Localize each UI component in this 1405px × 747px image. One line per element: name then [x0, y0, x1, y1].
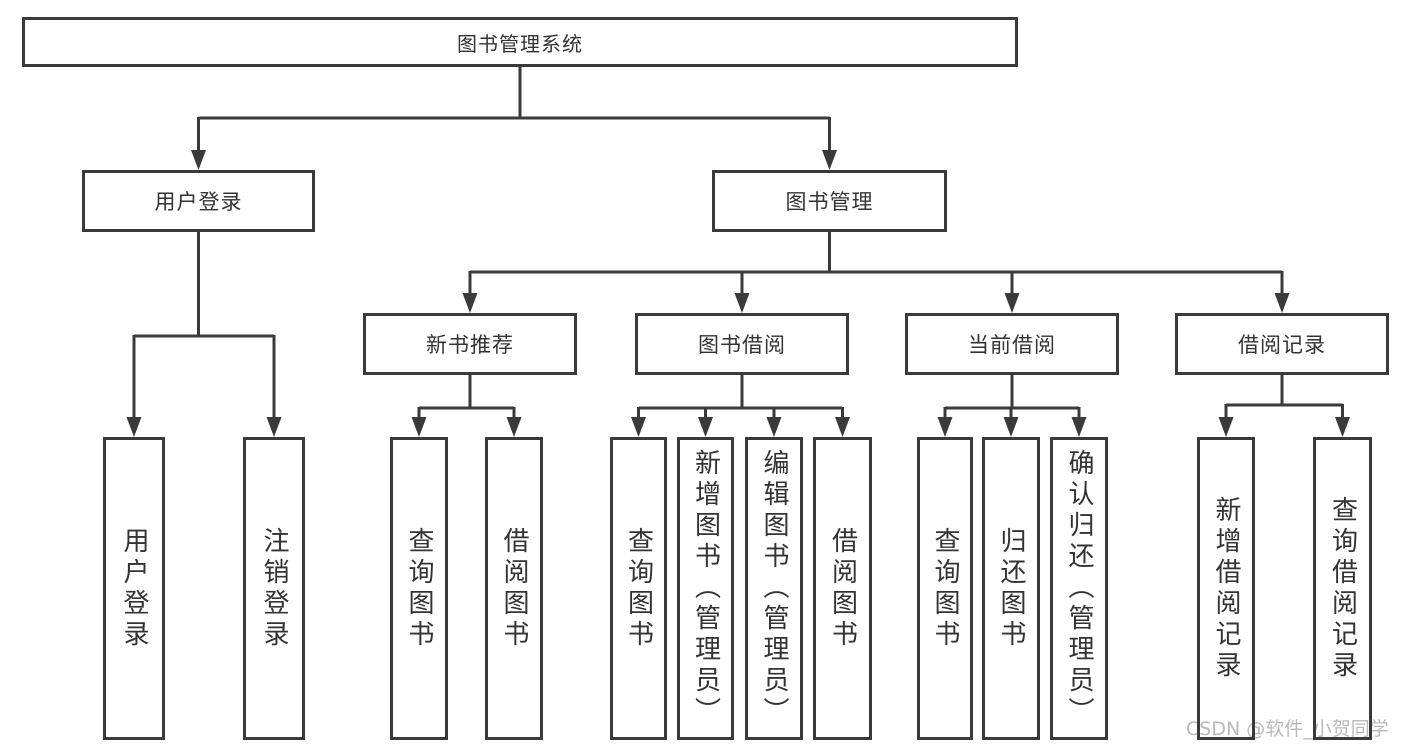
node-current-borrow: 当前借阅: [905, 313, 1119, 375]
watermark: CSDN @软件_小贺同学: [1186, 718, 1389, 740]
node-book-management: 图书管理: [712, 170, 947, 232]
leaf-confirm-return-admin: 确认归还（管理员）: [1050, 437, 1108, 740]
leaf-logout: 注销登录: [243, 437, 305, 740]
leaf-user-login: 用户登录: [103, 437, 165, 740]
leaf-add-borrow-record: 新增借阅记录: [1197, 437, 1255, 740]
node-new-book-recommend: 新书推荐: [363, 313, 577, 375]
arrowheads: [126, 150, 1350, 437]
leaf-query-borrow-record: 查询借阅记录: [1313, 437, 1372, 740]
node-book-borrow: 图书借阅: [635, 313, 849, 375]
node-borrow-record: 借阅记录: [1175, 313, 1389, 375]
node-library-system: 图书管理系统: [22, 17, 1018, 67]
leaf-borrow-books-1: 借阅图书: [485, 437, 543, 740]
leaf-return-books: 归还图书: [982, 437, 1040, 740]
leaf-query-books-3: 查询图书: [917, 437, 973, 740]
leaf-edit-books-admin: 编辑图书（管理员）: [745, 437, 803, 740]
leaf-query-books-1: 查询图书: [390, 437, 448, 740]
node-user-login: 用户登录: [82, 170, 315, 232]
leaf-add-books-admin: 新增图书（管理员）: [677, 437, 734, 740]
leaf-borrow-books-2: 借阅图书: [813, 437, 872, 740]
leaf-query-books-2: 查询图书: [610, 437, 667, 740]
